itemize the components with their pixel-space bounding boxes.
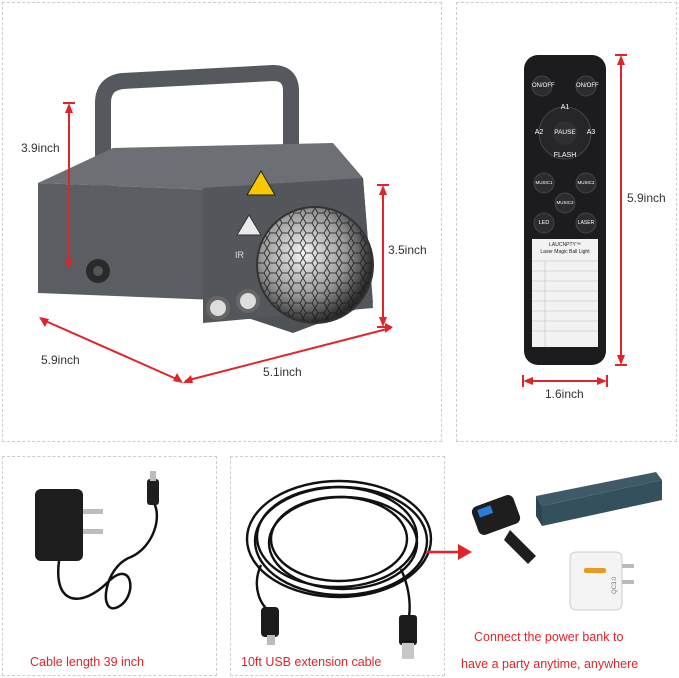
power-bank-caption-line2: have a party anytime, anywhere	[461, 657, 639, 671]
height-label: 3.9inch	[21, 141, 60, 155]
laser-light-device-image	[38, 65, 393, 383]
remote-button-music2: MUSIC2	[577, 180, 595, 185]
remote-button-led: LED	[538, 220, 550, 226]
remote-button-onoff-1: ON/OFF	[532, 83, 555, 89]
device-panel: 3.9inch 3.5inch 5.9inch 5.1inch IR	[2, 2, 442, 442]
svg-text:QC3.0: QC3.0	[612, 576, 618, 594]
remote-length-label: 5.9inch	[627, 191, 666, 205]
depth-label: 5.1inch	[263, 365, 302, 379]
ir-label: IR	[235, 250, 244, 260]
remote-button-music1: MUSIC1	[535, 180, 553, 185]
remote-label-title: LAUCNPTY™	[549, 242, 581, 248]
remote-panel: ON/OFF ON/OFF A1 A2 PAUSE A3 FLASH MUSIC…	[456, 2, 677, 442]
remote-button-a2: A2	[534, 129, 544, 136]
power-bank-caption-line1: Connect the power bank to	[474, 630, 624, 644]
remote-width-label: 1.6inch	[545, 387, 584, 401]
remote-button-music3: MUSIC3	[556, 200, 574, 205]
usb-cable-panel: 10ft USB extension cable	[230, 456, 445, 676]
remote-button-flash: FLASH	[553, 152, 577, 159]
power-bank-charger-image: QC3.0	[471, 472, 662, 611]
remote-button-pause: PAUSE	[554, 129, 576, 136]
remote-button-a3: A3	[586, 129, 596, 136]
usb-cable-caption: 10ft USB extension cable	[241, 655, 382, 669]
remote-control-image	[522, 54, 627, 387]
width-label: 5.9inch	[41, 353, 80, 367]
usb-cable-image	[245, 479, 433, 659]
remote-button-onoff-2: ON/OFF	[576, 83, 599, 89]
remote-button-a1: A1	[560, 104, 570, 111]
power-adapter-image	[35, 471, 159, 610]
remote-button-laser: LASER	[577, 220, 595, 226]
front-height-label: 3.5inch	[388, 243, 427, 257]
adapter-panel: Cable length 39 inch	[2, 456, 217, 676]
remote-label-subtitle: Laser Magic Ball Light	[540, 249, 590, 255]
adapter-caption: Cable length 39 inch	[30, 655, 144, 669]
arrow-right-icon	[426, 544, 472, 560]
